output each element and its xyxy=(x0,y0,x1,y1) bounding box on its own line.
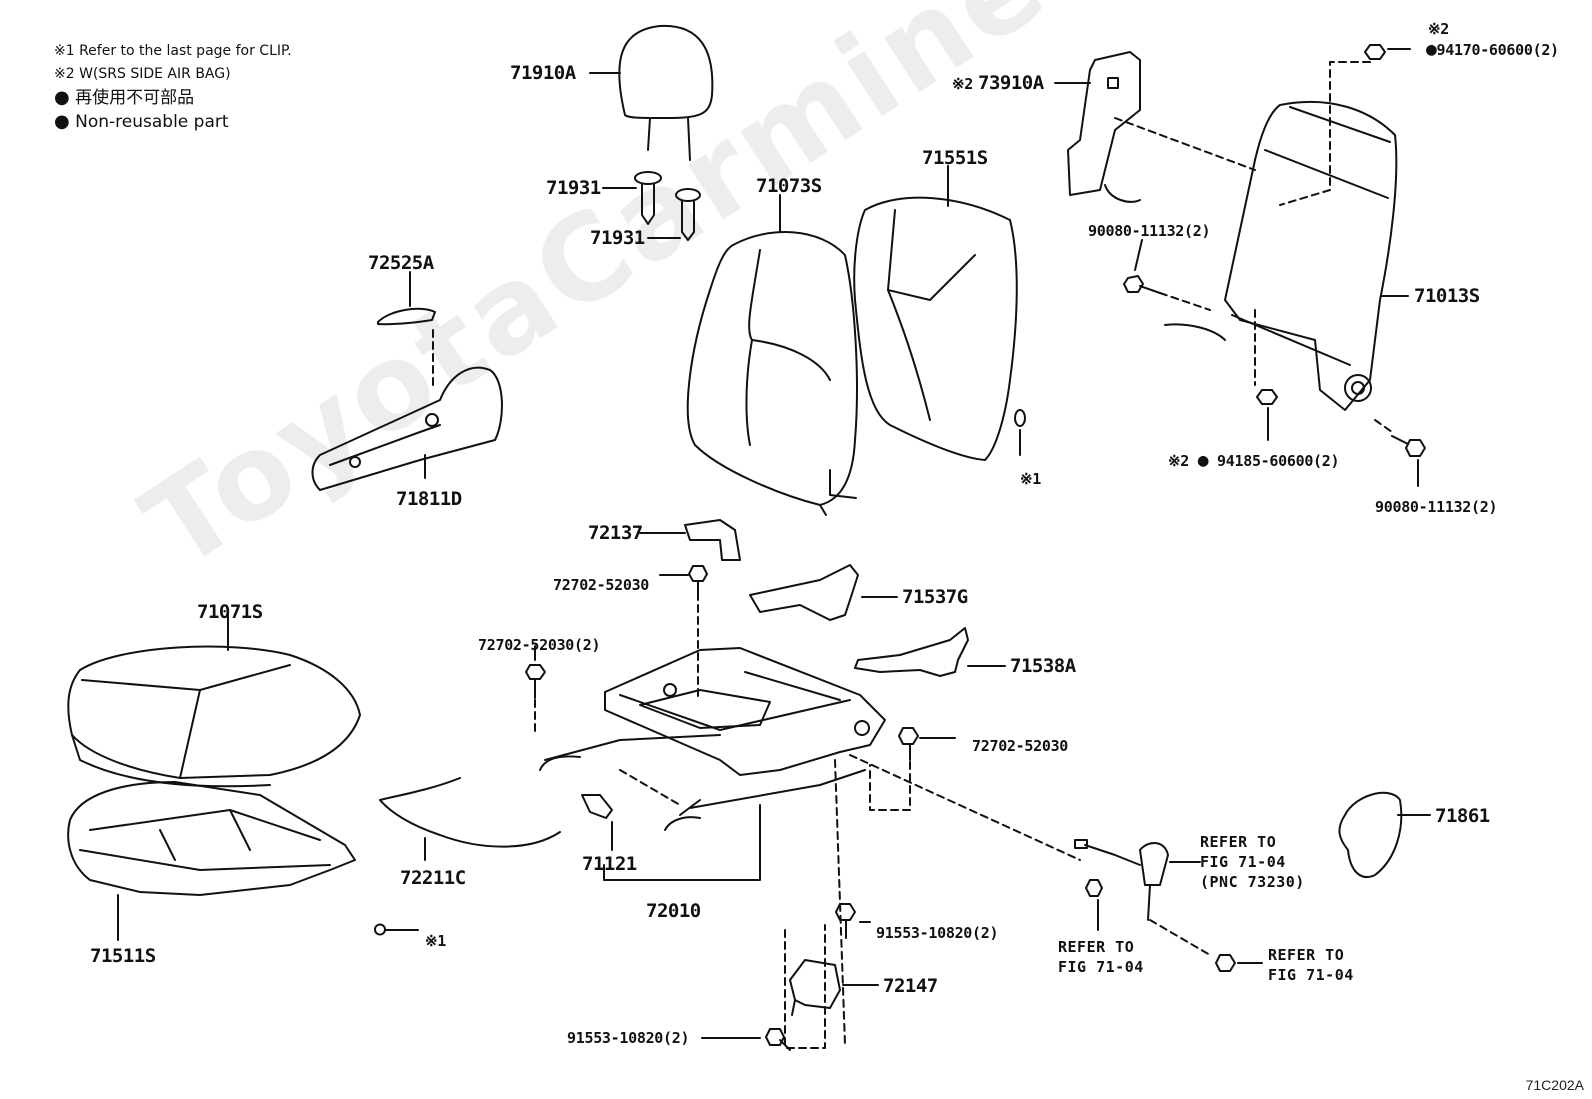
cushion-pad-71511S xyxy=(67,781,356,896)
dash-94170 xyxy=(1279,61,1371,206)
non-reusable-dot-icon: ● xyxy=(1426,39,1437,60)
label-71551S[interactable]: 71551S xyxy=(922,147,988,169)
refer-to-fig-71-04-b[interactable]: REFER TO FIG 71-04 xyxy=(1268,946,1354,984)
label-72525A[interactable]: 72525A xyxy=(368,252,434,274)
label-71931-a[interactable]: 71931 xyxy=(546,177,601,199)
dash-buckle xyxy=(1149,919,1211,956)
figure-code: 71C202A xyxy=(1525,1077,1584,1093)
label-72702-c[interactable]: 72702-52030 xyxy=(972,737,1069,755)
nut-ref3 xyxy=(1215,954,1236,972)
recliner-knob-71861 xyxy=(1338,791,1403,878)
label-71537G[interactable]: 71537G xyxy=(902,586,968,608)
dash-73910A xyxy=(1114,117,1256,171)
label-91553-b[interactable]: 91553-10820(2) xyxy=(567,1029,690,1047)
leader-90080-a xyxy=(1134,239,1143,271)
label-71013S[interactable]: 71013S xyxy=(1414,285,1480,307)
dash-90080-b xyxy=(1374,419,1393,433)
wire-72211C xyxy=(379,777,561,848)
label-71811D[interactable]: 71811D xyxy=(396,488,462,510)
cushion-cover-71071S xyxy=(67,645,361,788)
label-73910A[interactable]: 73910A xyxy=(978,72,1044,94)
dash-90080-a xyxy=(1159,292,1211,311)
legend-note-1: ※1 Refer to the last page for CLIP. xyxy=(54,43,292,59)
label-72010[interactable]: 72010 xyxy=(646,900,701,922)
bolt-91553-a xyxy=(835,903,856,939)
lever-cover-72525A xyxy=(377,307,436,326)
side-shield-71811D xyxy=(311,366,503,491)
dash-72147 xyxy=(784,924,826,1049)
label-94185[interactable]: ※2 ● 94185-60600(2) xyxy=(1168,450,1340,471)
legend-non-reusable-jp: ● 再使用不可部品 xyxy=(54,86,292,110)
dash-frame-2 xyxy=(849,754,1081,861)
label-72137[interactable]: 72137 xyxy=(588,522,643,544)
legend-non-reusable-en: ● Non-reusable part xyxy=(54,110,292,134)
headrest-71910A xyxy=(618,24,714,161)
seatback-frame-71013S xyxy=(1164,100,1398,411)
label-71538A[interactable]: 71538A xyxy=(1010,655,1076,677)
label-94185-text: 94185-60600(2) xyxy=(1217,452,1340,470)
label-94170-text: 94170-60600(2) xyxy=(1436,41,1560,59)
label-91553-a[interactable]: 91553-10820(2) xyxy=(876,924,999,942)
shield-71537G xyxy=(749,564,859,621)
bracket-72147 xyxy=(789,959,841,1016)
label-clip-2: ※1 xyxy=(425,932,446,950)
label-72702-b[interactable]: 72702-52030(2) xyxy=(478,636,601,654)
bullet-icon: ● xyxy=(54,111,70,132)
label-clip-1: ※1 xyxy=(1020,470,1041,488)
label-71121[interactable]: 71121 xyxy=(582,853,637,875)
dash-frame-1 xyxy=(619,769,681,806)
legend-jp-text: 再使用不可部品 xyxy=(75,88,195,108)
bolt-72702-a xyxy=(688,565,708,601)
bolt-90080-a xyxy=(1123,275,1161,294)
clip-icon xyxy=(1014,409,1026,427)
label-71511S[interactable]: 71511S xyxy=(90,945,156,967)
dash-frame-3 xyxy=(834,759,846,1046)
seatback-cover-71073S xyxy=(686,231,858,516)
seatbelt-buckle xyxy=(1074,839,1169,921)
label-72147[interactable]: 72147 xyxy=(883,975,938,997)
cover-72137 xyxy=(684,519,741,561)
label-90080-b[interactable]: 90080-11132(2) xyxy=(1375,498,1498,516)
label-90080-a[interactable]: 90080-11132(2) xyxy=(1088,222,1211,240)
label-71861[interactable]: 71861 xyxy=(1435,805,1490,827)
label-71910A[interactable]: 71910A xyxy=(510,62,576,84)
bolt-72702-c xyxy=(898,727,919,761)
shield-71538A xyxy=(854,627,969,677)
refer-to-fig-71-04-a[interactable]: REFER TO FIG 71-04 xyxy=(1058,938,1144,976)
nut-94170 xyxy=(1364,44,1386,60)
bolt-91553-b xyxy=(765,1028,791,1051)
side-airbag-73910A xyxy=(1067,51,1141,203)
seat-adjuster-72010 xyxy=(539,647,886,831)
label-94185-mark: ※2 xyxy=(1168,452,1189,470)
label-71071S[interactable]: 71071S xyxy=(197,601,263,623)
seatback-pad-71551S xyxy=(829,196,1018,499)
label-72702-a[interactable]: 72702-52030 xyxy=(553,576,650,594)
label-94170-mark: ※2 xyxy=(1428,20,1449,38)
nut-94185 xyxy=(1256,389,1278,405)
legend-en-text: Non-reusable part xyxy=(75,112,229,132)
label-71073S[interactable]: 71073S xyxy=(756,175,822,197)
dash-72702-c xyxy=(869,761,911,811)
bolt-90080-b xyxy=(1391,435,1426,457)
refer-to-fig-71-04-pnc[interactable]: REFER TO FIG 71-04 (PNC 73230) xyxy=(1200,833,1305,891)
legend-note-2: ※2 W(SRS SIDE AIR BAG) xyxy=(54,66,231,82)
clip-icon-2 xyxy=(374,923,386,936)
bolt-72702-b xyxy=(525,664,546,699)
label-73910A-mark: ※2 xyxy=(952,75,973,93)
label-94170[interactable]: ●94170-60600(2) xyxy=(1426,39,1559,60)
bullet-icon: ● xyxy=(54,87,70,108)
bracket-71121 xyxy=(581,794,613,819)
headrest-support-71931 xyxy=(634,171,701,241)
legend: ※1 Refer to the last page for CLIP. ※2 W… xyxy=(54,40,292,134)
label-71931-b[interactable]: 71931 xyxy=(590,227,645,249)
label-72211C[interactable]: 72211C xyxy=(400,867,466,889)
non-reusable-dot-icon: ● xyxy=(1197,450,1209,471)
leader-72010 xyxy=(603,804,761,881)
